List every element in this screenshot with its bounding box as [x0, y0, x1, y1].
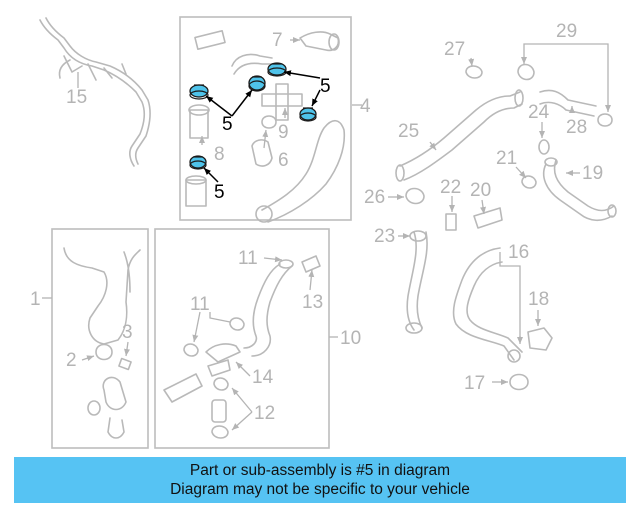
part-17-clamp — [509, 373, 529, 391]
callout-16: 16 — [508, 242, 529, 263]
callout-21: 21 — [496, 148, 517, 169]
callout-28: 28 — [566, 117, 587, 138]
part-1-housing — [63, 247, 141, 439]
callout-3: 3 — [122, 322, 133, 343]
callout-5b: 5 — [320, 76, 331, 97]
part-3-tag — [118, 357, 132, 371]
callout-4: 4 — [360, 96, 371, 117]
callout-25: 25 — [398, 121, 419, 142]
callout-24: 24 — [528, 102, 550, 123]
callout-10: 10 — [340, 328, 361, 349]
callout-14: 14 — [252, 367, 274, 388]
callout-labels: 15 7 9 8 6 4 27 29 25 24 28 21 19 26 22 … — [30, 21, 603, 424]
part-27-clamp — [465, 65, 483, 79]
callout-29: 29 — [556, 21, 577, 42]
callout-22: 22 — [440, 177, 461, 198]
part-25-hose — [395, 89, 524, 182]
part-20-hose — [473, 207, 503, 229]
part-23-hose — [405, 230, 428, 334]
callout-26: 26 — [364, 187, 385, 208]
callout-23: 23 — [374, 226, 395, 247]
callout-11b: 11 — [190, 294, 210, 315]
callout-13: 13 — [302, 292, 323, 313]
banner-line-1: Part or sub-assembly is #5 in diagram — [189, 462, 451, 479]
part-7-hose — [194, 29, 340, 75]
callout-20: 20 — [470, 180, 491, 201]
callout-19: 19 — [582, 163, 603, 184]
part-5-clamp-b — [248, 75, 266, 92]
leader-lines-highlighted — [203, 70, 321, 183]
callout-5-labels: 5 5 5 — [214, 76, 331, 203]
part-10-hoses — [163, 255, 321, 439]
callout-6: 6 — [278, 150, 289, 171]
part-9-t-fitting — [261, 83, 303, 121]
part-26-clamp — [405, 187, 425, 205]
part-5-clamp-d — [299, 107, 317, 122]
group-box-10 — [154, 228, 330, 449]
part-18-bracket — [527, 327, 553, 351]
part-29-clamps — [517, 63, 613, 127]
callout-2: 2 — [66, 350, 77, 371]
callout-27: 27 — [444, 39, 465, 60]
callout-11a: 11 — [238, 248, 258, 269]
part-5-clamp-c — [267, 62, 287, 77]
callout-18: 18 — [528, 289, 549, 310]
callout-9: 9 — [278, 122, 289, 143]
banner-line-2: Diagram may not be specific to your vehi… — [170, 481, 470, 498]
callout-12: 12 — [254, 403, 275, 424]
info-banner: Part or sub-assembly is #5 in diagram Di… — [14, 457, 626, 503]
callout-15: 15 — [66, 87, 87, 108]
part-4-main-hose — [255, 119, 346, 223]
part-5-clamps — [189, 62, 317, 170]
part-6-clamp — [251, 115, 277, 167]
group-box-4 — [179, 16, 352, 221]
callout-7: 7 — [272, 30, 283, 51]
part-15-vent-pipe — [39, 17, 151, 167]
part-21-clamp — [521, 175, 537, 189]
callout-8: 8 — [214, 144, 225, 165]
leader-lines — [42, 37, 611, 431]
part-19-pipe — [542, 157, 617, 222]
callout-5a: 5 — [222, 114, 233, 135]
group-box-1 — [51, 228, 149, 449]
part-8-connector — [185, 104, 210, 207]
part-28-hose — [539, 89, 597, 117]
part-5-clamp-e — [189, 155, 207, 170]
part-16-hose — [452, 247, 523, 363]
part-24-ring — [538, 139, 550, 155]
callout-17: 17 — [464, 373, 485, 394]
part-22-plug — [445, 213, 457, 231]
callout-1: 1 — [30, 289, 41, 310]
callout-5c: 5 — [214, 182, 225, 203]
part-5-clamp-a — [189, 84, 209, 100]
